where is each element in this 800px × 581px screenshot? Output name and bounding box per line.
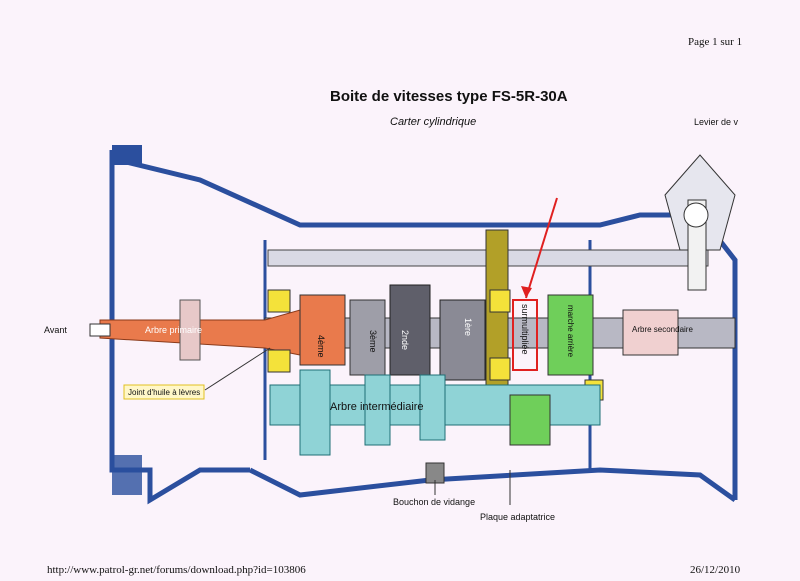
footer-url: http://www.patrol-gr.net/forums/download…	[47, 564, 306, 576]
joint-leader	[204, 347, 271, 391]
label-avant: Avant	[44, 325, 67, 335]
label-joint: Joint d'huile à lèvres	[128, 388, 200, 397]
gear-2nd	[389, 284, 431, 376]
label-1ere: 1ère	[463, 318, 473, 336]
gear-1st	[439, 299, 486, 381]
bearing-mid-top	[489, 289, 511, 313]
gearbox-housing	[109, 150, 738, 505]
joint-label-box	[123, 384, 205, 400]
bearing-front-bottom	[267, 349, 291, 373]
label-bouchon: Bouchon de vidange	[393, 497, 475, 507]
gear-lever-assembly	[664, 154, 736, 291]
label-arbre-secondaire: Arbre secondaire	[632, 325, 693, 334]
gear-4th	[299, 294, 346, 366]
counter-gear-3	[419, 374, 446, 441]
counter-gear-1	[299, 369, 331, 456]
housing-flange-lower	[112, 455, 142, 495]
label-surmultipliee: surmultipliée	[520, 304, 530, 355]
footer-date: 26/12/2010	[690, 564, 741, 576]
overdrive-highlight	[512, 299, 538, 371]
rear-bearing	[622, 309, 679, 356]
bearing-front-top	[267, 289, 291, 313]
label-arbre-intermediaire: Arbre intermédiaire	[330, 401, 424, 413]
label-3eme: 3ème	[368, 330, 378, 353]
diagram-subtitle: Carter cylindrique	[390, 116, 477, 128]
counter-reverse	[509, 394, 551, 446]
reverse-gear	[547, 294, 594, 376]
label-arbre-primaire: Arbre primaire	[145, 325, 202, 335]
label-4eme: 4ème	[316, 335, 326, 358]
label-plaque: Plaque adaptatrice	[480, 512, 555, 522]
label-2nde: 2nde	[400, 330, 410, 350]
red-arrowhead	[521, 286, 532, 298]
primary-seal	[179, 299, 201, 361]
gear-3rd	[349, 299, 386, 376]
label-marche-arriere: marche arrière	[566, 305, 575, 358]
bearing-mid-bottom	[489, 357, 511, 381]
diagram-title: Boite de vitesses type FS-5R-30A	[330, 88, 568, 105]
housing-flange	[112, 145, 142, 165]
label-levier: Levier de v	[694, 117, 739, 127]
counter-gear-2	[364, 374, 391, 446]
red-pointer-arrow	[525, 197, 558, 299]
page-number: Page 1 sur 1	[688, 36, 743, 48]
avant-arrow	[89, 323, 111, 337]
